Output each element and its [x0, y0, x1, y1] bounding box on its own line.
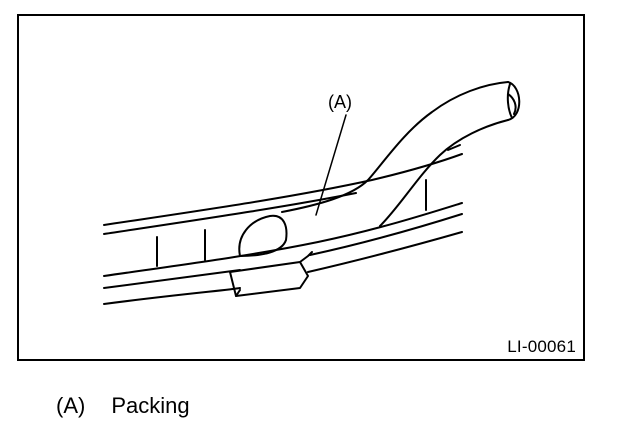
- legend-text: Packing: [111, 393, 190, 418]
- figure-id: LI-00061: [507, 337, 576, 356]
- legend-key: (A): [56, 393, 86, 418]
- packing-hose: [281, 81, 521, 227]
- callout-leader: [315, 114, 347, 216]
- legend: (A) Packing: [56, 393, 190, 419]
- callout-label: (A): [328, 92, 352, 112]
- figure-frame: [17, 14, 585, 361]
- mounting-clip: [229, 251, 313, 297]
- packing-end-cap: [238, 214, 288, 257]
- rail-braces: [156, 179, 427, 267]
